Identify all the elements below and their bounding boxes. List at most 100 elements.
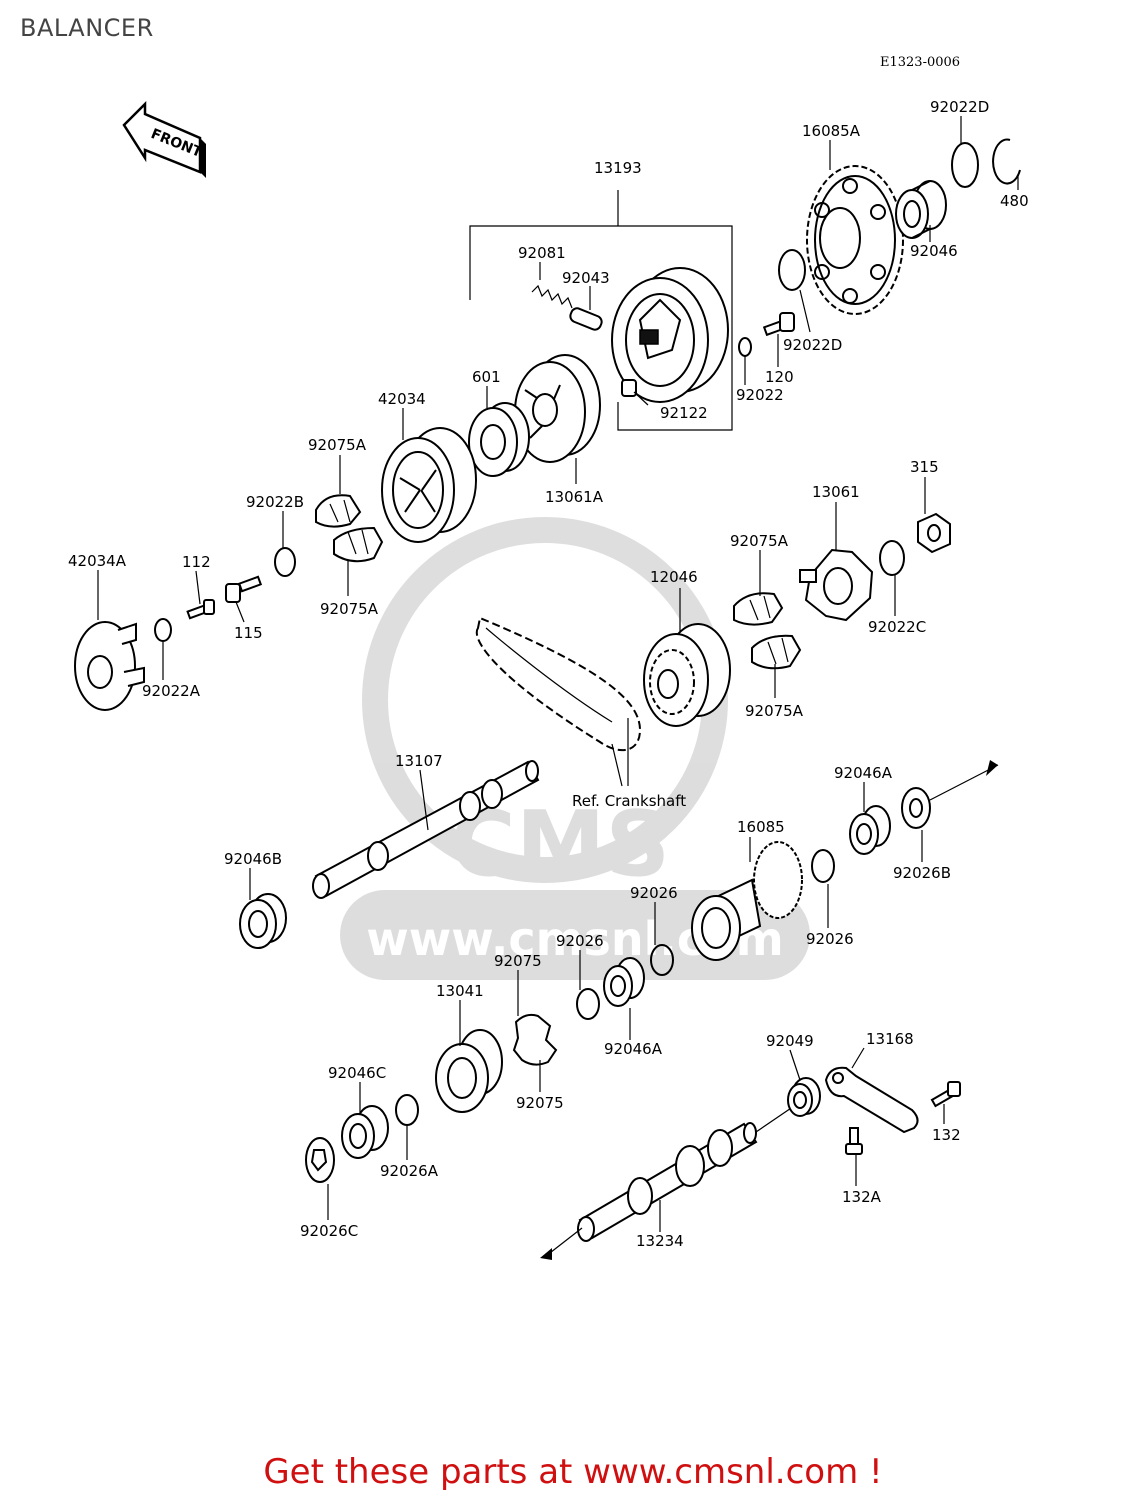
part-42034-drum (381, 427, 477, 543)
label-92075A-c: 92075A (730, 532, 789, 550)
label-92022: 92022 (736, 386, 784, 404)
part-120-bolt (762, 312, 795, 337)
part-13061A-hub (514, 354, 601, 463)
label-92026-b: 92026 (556, 932, 604, 950)
part-balancer-chain (475, 616, 642, 752)
part-13061-hub (799, 548, 874, 622)
label-92026C: 92026C (300, 1222, 358, 1240)
label-92075-a: 92075 (494, 952, 542, 970)
label-13061A: 13061A (545, 488, 604, 506)
label-12046: 12046 (650, 568, 698, 586)
part-92026A-washer (395, 1094, 419, 1126)
part-92046C-bearing (341, 1105, 389, 1159)
exploded-parts-diagram: CMS www.cmsnl.com E1323-0006 FRONT (68, 55, 1029, 1260)
label-92075-b: 92075 (516, 1094, 564, 1112)
part-132A-bolt (845, 1127, 863, 1155)
label-480: 480 (1000, 192, 1029, 210)
label-92046: 92046 (910, 242, 958, 260)
diagram-code: E1323-0006 (880, 55, 960, 70)
label-13061: 13061 (812, 483, 860, 501)
part-92122-roller (621, 379, 637, 397)
label-92049: 92049 (766, 1032, 814, 1050)
label-92022A: 92022A (142, 682, 201, 700)
part-601-bearing (468, 402, 530, 477)
part-16085A-sprocket (806, 165, 904, 315)
label-315: 315 (910, 458, 939, 476)
part-92026-washer-b (650, 944, 674, 976)
label-132A: 132A (842, 1188, 882, 1206)
label-92026-a: 92026 (630, 884, 678, 902)
label-92046B: 92046B (224, 850, 282, 868)
label-13234: 13234 (636, 1232, 684, 1250)
label-42034A: 42034A (68, 552, 127, 570)
label-92022D-b: 92022D (783, 336, 842, 354)
page-title: BALANCER (20, 14, 154, 42)
part-92022D-washer-b (778, 249, 806, 291)
label-13041: 13041 (436, 982, 484, 1000)
leader-lines (97, 116, 1019, 1232)
label-16085A: 16085A (802, 122, 861, 140)
part-13041-drum (435, 1029, 503, 1113)
part-12046-sprocket-drum (643, 623, 731, 727)
label-13107: 13107 (395, 752, 443, 770)
part-92026C-seal (305, 1137, 335, 1183)
part-13168-lever (824, 1066, 919, 1134)
part-92046A-bearing-a (849, 805, 891, 855)
part-13193-housing (611, 267, 729, 403)
label-92022B: 92022B (246, 493, 304, 511)
label-132: 132 (932, 1126, 961, 1144)
part-13107-shaft (312, 760, 540, 899)
part-92075-damper (512, 1013, 558, 1066)
part-92022C-washer (879, 540, 905, 576)
part-112-screw (186, 599, 215, 620)
part-115-bolt (225, 575, 263, 603)
label-92075A-a: 92075A (308, 436, 367, 454)
label-92046C: 92046C (328, 1064, 386, 1082)
part-92075A-damper-c (733, 592, 784, 626)
label-92022D-a: 92022D (930, 98, 989, 116)
label-120: 120 (765, 368, 794, 386)
part-92081-spring (531, 284, 573, 309)
watermark-text: CMS (450, 792, 670, 897)
label-ref-crankshaft: Ref. Crankshaft (572, 792, 686, 810)
part-92026-washer-c (576, 988, 600, 1020)
part-92022-washer (738, 337, 752, 357)
part-92026B-seal (901, 787, 931, 829)
label-92075A-b: 92075A (320, 600, 379, 618)
label-92075A-d: 92075A (745, 702, 804, 720)
label-112: 112 (182, 553, 211, 571)
label-42034: 42034 (378, 390, 426, 408)
front-arrow-icon: FRONT (122, 100, 206, 178)
part-480-circlip (992, 138, 1021, 185)
label-92122: 92122 (660, 404, 708, 422)
part-315-nut (917, 512, 951, 554)
part-92046B-bearing (239, 893, 287, 949)
part-92022B-washer (274, 547, 296, 577)
label-92081: 92081 (518, 244, 566, 262)
label-115: 115 (234, 624, 263, 642)
part-92049-seal (787, 1077, 821, 1117)
part-13234-shaft (577, 1122, 758, 1242)
part-92075A-damper-b (333, 526, 384, 563)
label-92026B: 92026B (893, 864, 951, 882)
label-601: 601 (472, 368, 501, 386)
part-16085-gear (691, 841, 803, 961)
part-42034A-cap (74, 621, 145, 711)
bracket-13193 (469, 190, 733, 431)
part-92043-pin (569, 307, 603, 331)
label-92046A-b: 92046A (604, 1040, 663, 1058)
label-92022C: 92022C (868, 618, 926, 636)
part-92075A-damper-a (315, 494, 362, 528)
label-92046A-a: 92046A (834, 764, 893, 782)
footer-link[interactable]: Get these parts at www.cmsnl.com ! (263, 1452, 883, 1492)
part-92022A-washer (154, 618, 172, 642)
label-92043: 92043 (562, 269, 610, 287)
label-13168: 13168 (866, 1030, 914, 1048)
part-92026-washer-a (811, 849, 835, 883)
part-92046A-bearing-b (603, 957, 645, 1007)
label-13193: 13193 (594, 159, 642, 177)
part-92075A-damper-d (751, 634, 802, 670)
label-16085: 16085 (737, 818, 785, 836)
part-92022D-washer-a (951, 142, 979, 188)
part-132-bolt (930, 1081, 961, 1108)
